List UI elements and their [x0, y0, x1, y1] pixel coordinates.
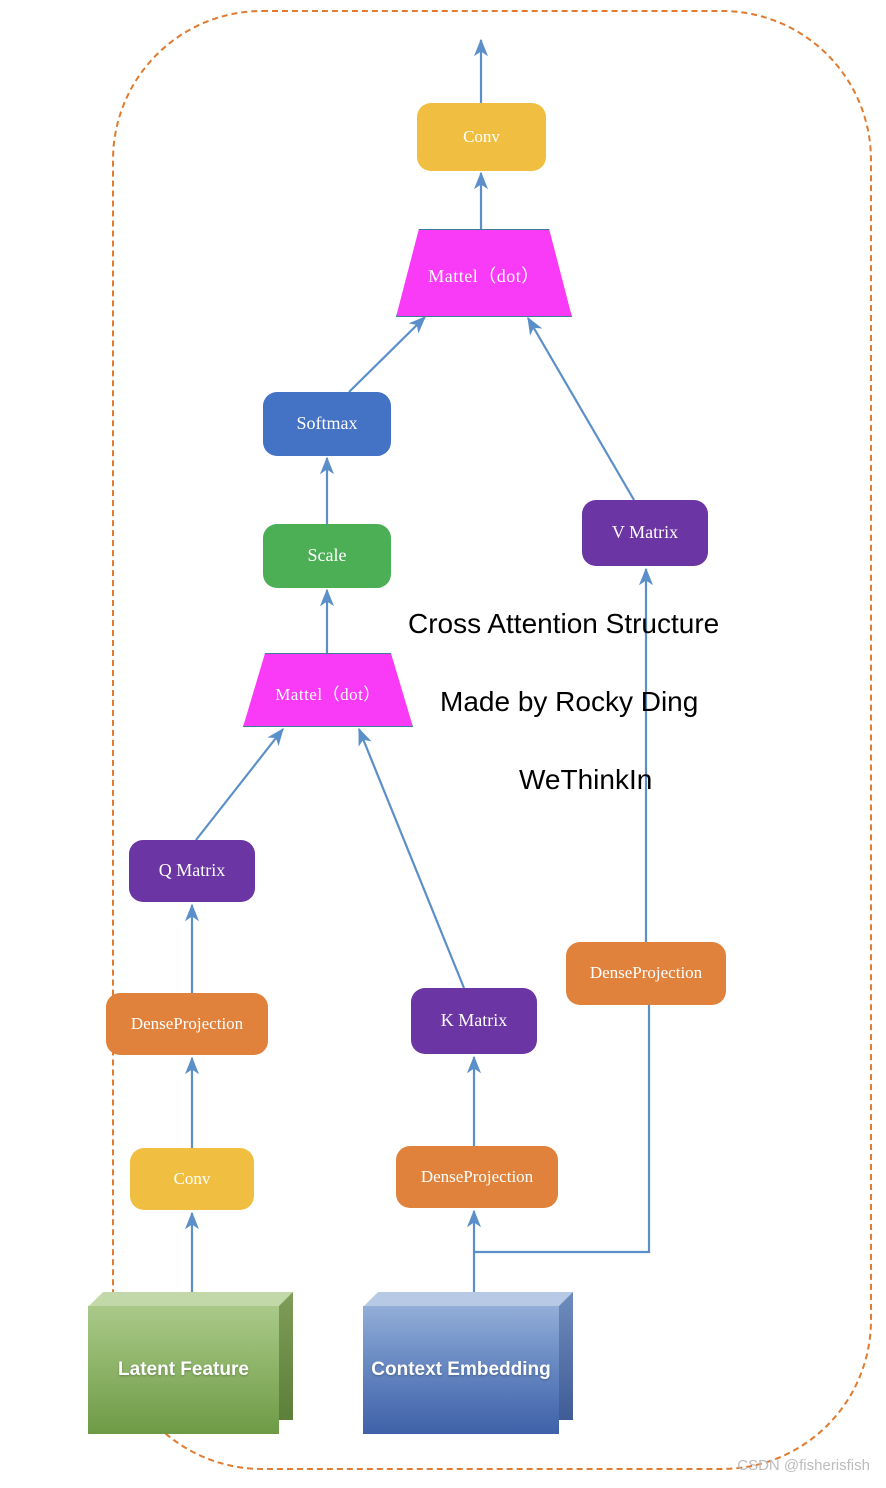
node-softmax-label: Softmax [296, 413, 358, 434]
node-dense-projection-mid-label: DenseProjection [420, 1166, 534, 1186]
node-matmul-top-label: Mattel（dot） [428, 266, 540, 286]
annotation-brand: WeThinkIn [519, 764, 653, 795]
node-scale-label: Scale [307, 545, 347, 566]
node-conv-top[interactable]: Conv [417, 103, 546, 171]
node-dense-projection-right[interactable]: DenseProjection [566, 942, 726, 1005]
node-k-matrix-label: K Matrix [440, 1010, 508, 1031]
node-conv-bottom[interactable]: Conv [130, 1148, 254, 1210]
edge-context-embedding-to-dense-right [474, 1005, 651, 1254]
edge-q-matrix-to-matmul-bottom [195, 727, 284, 841]
node-scale[interactable]: Scale [263, 524, 391, 588]
node-dense-projection-right-label: DenseProjection [589, 963, 703, 983]
context-embedding-side-face [558, 1292, 573, 1420]
edge-softmax-to-matmul-top [348, 316, 426, 393]
node-matmul-bottom[interactable]: Mattel（dot） [243, 653, 413, 727]
edge-k-matrix-to-matmul-bottom [357, 727, 466, 989]
node-context-embedding[interactable]: Context Embedding [363, 1292, 573, 1434]
node-q-matrix[interactable]: Q Matrix [129, 840, 255, 902]
latent-feature-top-face [88, 1292, 293, 1307]
node-softmax[interactable]: Softmax [263, 392, 391, 456]
context-embedding-top-face [363, 1292, 573, 1307]
annotation-title: Cross Attention Structure [408, 608, 720, 639]
edge-v-matrix-to-matmul-top [527, 316, 635, 501]
node-matmul-bottom-label: Mattel（dot） [275, 684, 381, 704]
node-q-matrix-label: Q Matrix [158, 860, 226, 881]
node-dense-projection-mid[interactable]: DenseProjection [396, 1146, 558, 1208]
annotation-author: Made by Rocky Ding [440, 686, 699, 717]
node-conv-bottom-label: Conv [173, 1168, 211, 1188]
node-v-matrix[interactable]: V Matrix [582, 500, 708, 566]
node-matmul-top[interactable]: Mattel（dot） [396, 229, 572, 317]
latent-feature-front-face: Latent Feature [88, 1306, 279, 1434]
node-v-matrix-label: V Matrix [611, 522, 679, 543]
node-dense-projection-left[interactable]: DenseProjection [106, 993, 268, 1055]
node-k-matrix[interactable]: K Matrix [411, 988, 537, 1054]
latent-feature-side-face [278, 1292, 293, 1420]
watermark: CSDN @fisherisfish [737, 1457, 870, 1474]
context-embedding-front-face: Context Embedding [363, 1306, 559, 1434]
node-conv-top-label: Conv [463, 126, 500, 146]
node-dense-projection-left-label: DenseProjection [130, 1013, 244, 1033]
node-latent-feature[interactable]: Latent Feature [88, 1292, 293, 1434]
node-context-embedding-label: Context Embedding [371, 1359, 551, 1380]
node-latent-feature-label: Latent Feature [118, 1359, 249, 1380]
